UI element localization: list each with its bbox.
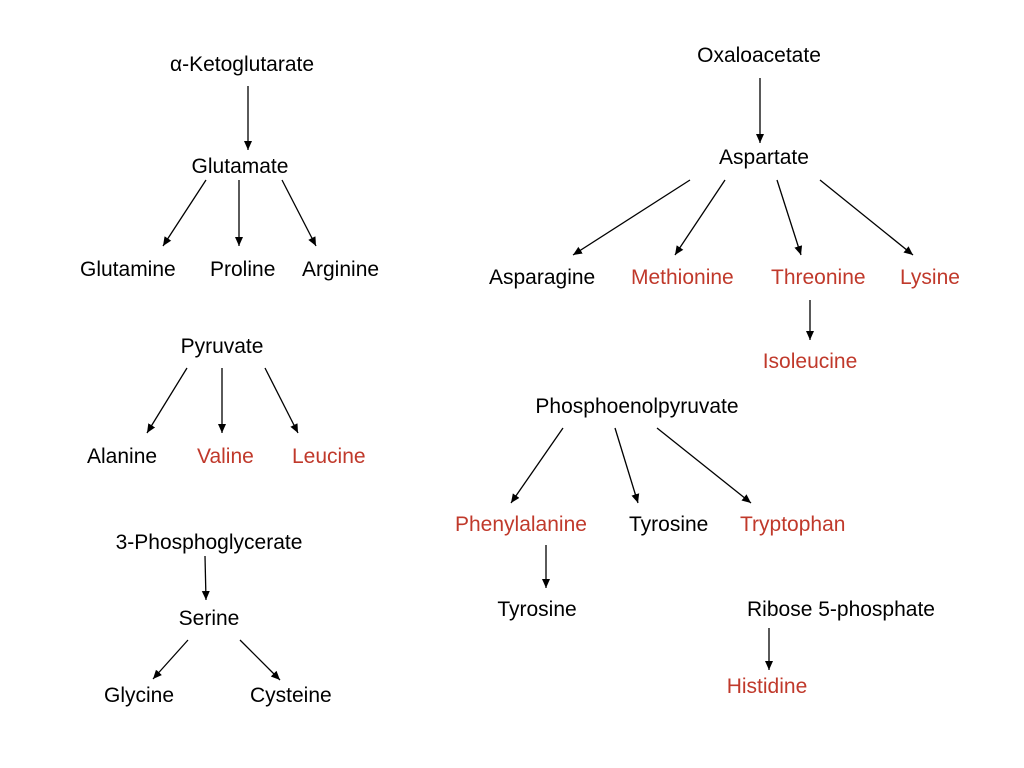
lysine-label: Lysine xyxy=(900,266,960,289)
pep-label: Phosphoenolpyruvate xyxy=(535,395,739,418)
arrow-pyruvate-to-alanine xyxy=(146,367,188,434)
arrow-aspartate-to-lysine xyxy=(819,179,914,256)
arrow-pep-to-tryptophan xyxy=(656,427,752,504)
asparagine-label: Asparagine xyxy=(489,266,596,289)
leucine-label: Leucine xyxy=(292,445,366,468)
arrow-pyruvate-to-leucine xyxy=(264,367,299,434)
aspartate-label: Aspartate xyxy=(719,146,809,169)
arrow-serine-to-cysteine xyxy=(239,639,281,681)
tyrosine-from-phenylalanine-label: Tyrosine xyxy=(497,598,577,621)
glutamine-label: Glutamine xyxy=(80,258,176,281)
threonine-label: Threonine xyxy=(771,266,866,289)
glutamate-label: Glutamate xyxy=(191,155,289,178)
cysteine-label: Cysteine xyxy=(250,684,332,707)
tyrosine-label: Tyrosine xyxy=(629,513,709,536)
phenylalanine-label: Phenylalanine xyxy=(455,513,587,536)
glycine-label: Glycine xyxy=(104,684,175,707)
methionine-label: Methionine xyxy=(631,266,734,289)
arrow-pep-to-tyrosine xyxy=(614,427,640,504)
arrow-aspartate-to-methionine xyxy=(674,179,726,256)
r5p-label: Ribose 5-phosphate xyxy=(747,598,935,621)
arrow-glutamate-to-glutamine xyxy=(162,179,207,247)
arrow-glutamate-to-arginine xyxy=(281,179,317,247)
pyruvate-label: Pyruvate xyxy=(180,335,264,358)
tryptophan-label: Tryptophan xyxy=(740,513,846,536)
akg-label: α-Ketoglutarate xyxy=(169,53,315,76)
arrow-pep-to-phenylalanine xyxy=(510,427,564,504)
valine-label: Valine xyxy=(197,445,254,468)
arrow-serine-to-glycine xyxy=(152,639,189,680)
isoleucine-label: Isoleucine xyxy=(762,350,858,373)
oxaloacetate-label: Oxaloacetate xyxy=(697,44,821,67)
histidine-label: Histidine xyxy=(726,675,808,698)
arrow-aspartate-to-threonine xyxy=(776,179,803,256)
arrow-3pg-to-serine xyxy=(201,555,210,601)
alanine-label: Alanine xyxy=(87,445,158,468)
arginine-label: Arginine xyxy=(302,258,380,281)
3pg-label: 3-Phosphoglycerate xyxy=(115,531,303,554)
arrow-aspartate-to-asparagine xyxy=(572,179,691,256)
proline-label: Proline xyxy=(210,258,276,281)
serine-label: Serine xyxy=(178,607,240,630)
